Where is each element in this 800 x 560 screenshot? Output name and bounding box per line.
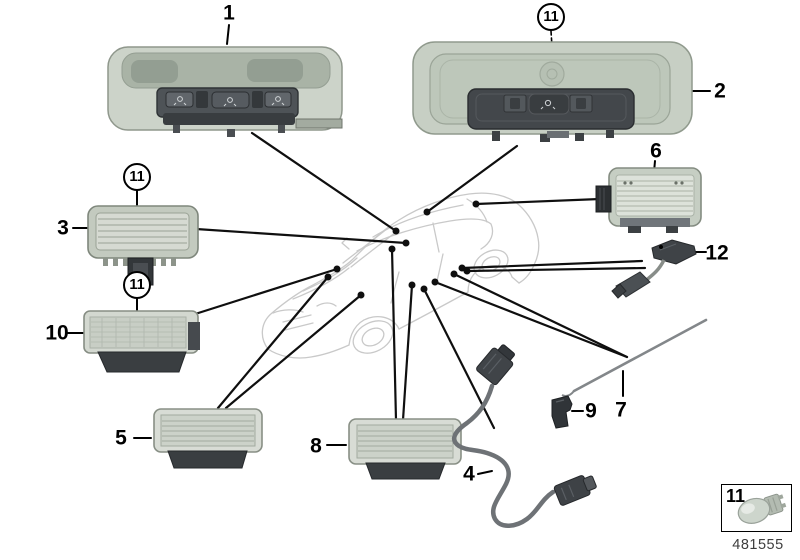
callout-11-reading-light[interactable]: 11	[123, 163, 151, 191]
part-2-overhead-console	[412, 41, 693, 142]
part-4-wiring-harness	[451, 344, 597, 528]
bulb-icon	[737, 493, 787, 524]
part-1-overhead-console	[107, 46, 343, 137]
dome-lamp-button-icon	[540, 99, 556, 110]
callout-2[interactable]: 2	[714, 79, 726, 103]
part-9-clip	[551, 395, 573, 429]
location-dots	[324, 200, 480, 299]
leader-lines	[190, 131, 647, 430]
car-outline-sketch	[261, 192, 540, 359]
callout-1[interactable]: 1	[223, 1, 235, 25]
part-7-light-guide	[561, 318, 708, 397]
callout-6[interactable]: 6	[650, 139, 662, 163]
callout-9[interactable]: 9	[585, 399, 597, 423]
callout-11-interior-lamp[interactable]: 11	[123, 271, 151, 299]
part-8-footwell-light	[348, 418, 462, 480]
callout-12[interactable]: 12	[705, 241, 729, 265]
callout-8[interactable]: 8	[310, 434, 322, 458]
callout-5[interactable]: 5	[115, 426, 127, 450]
callout-3[interactable]: 3	[57, 216, 69, 240]
reading-lamp-button-icon	[173, 96, 285, 107]
legend-box-bulb[interactable]: 11	[721, 484, 792, 532]
part-10-interior-lamp	[83, 310, 200, 373]
callout-11-roof[interactable]: 11	[537, 3, 565, 31]
part-6-lamp	[595, 167, 702, 233]
part-12-sensor-cable	[611, 239, 697, 299]
legend-number: 11	[726, 486, 746, 506]
doc-number: 481555	[732, 537, 784, 553]
callout-7[interactable]: 7	[615, 398, 627, 422]
callout-10[interactable]: 10	[45, 321, 69, 345]
bulb-socket-icon	[539, 61, 565, 87]
part-5-footwell-light	[153, 408, 263, 469]
callout-4[interactable]: 4	[463, 462, 475, 486]
